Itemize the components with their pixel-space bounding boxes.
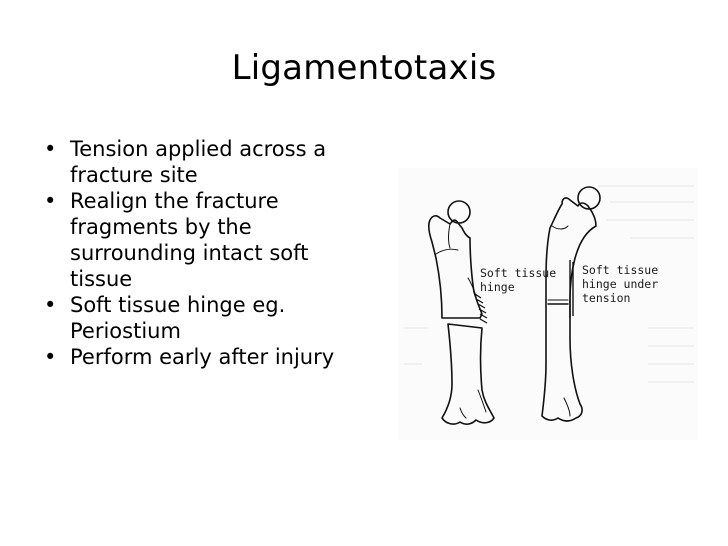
right-label-line-2: hinge under bbox=[582, 277, 658, 291]
bullet-item: Realign the fracture fragments by the su… bbox=[40, 188, 340, 292]
bullet-item: Soft tissue hinge eg. Periostium bbox=[40, 292, 340, 344]
femur-fracture-illustration: Soft tissue hinge Soft tissue hinge unde… bbox=[398, 168, 698, 440]
femur-drawing: Soft tissue hinge Soft tissue hinge unde… bbox=[398, 168, 698, 440]
slide-title: Ligamentotaxis bbox=[231, 48, 497, 88]
left-label-line-1: Soft tissue bbox=[480, 266, 556, 280]
bullet-item: Tension applied across a fracture site bbox=[40, 136, 340, 188]
bullet-list: Tension applied across a fracture site R… bbox=[40, 136, 340, 370]
left-hinge-label: Soft tissue hinge bbox=[480, 266, 556, 294]
right-label-line-1: Soft tissue bbox=[582, 263, 658, 277]
right-hinge-label: Soft tissue hinge under tension bbox=[582, 263, 658, 305]
right-label-line-3: tension bbox=[582, 291, 630, 305]
left-label-line-2: hinge bbox=[480, 280, 515, 294]
bullet-item: Perform early after injury bbox=[40, 344, 340, 370]
